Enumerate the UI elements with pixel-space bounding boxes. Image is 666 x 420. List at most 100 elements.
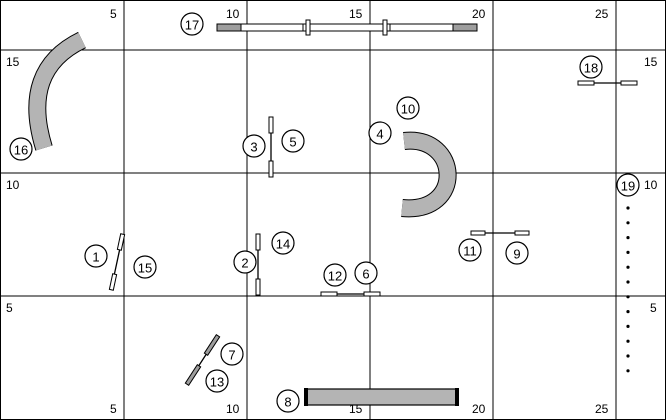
bottom-label-25: 25	[595, 402, 609, 416]
jump-11-9	[470, 230, 530, 236]
number-circle	[205, 369, 229, 393]
number-circle	[9, 137, 33, 161]
jump-2-14	[255, 233, 261, 296]
number-label: 18	[584, 61, 598, 76]
number-label: 2	[241, 256, 248, 271]
number-circle	[242, 134, 266, 158]
number-circle	[396, 96, 420, 120]
tunnel-straight-bottom	[304, 388, 459, 406]
obstacle-number-10: 10	[396, 96, 420, 120]
obstacle-number-6: 6	[354, 261, 378, 285]
jump-12-6	[320, 291, 381, 297]
obstacle-number-7: 7	[220, 342, 244, 366]
number-label: 11	[463, 244, 477, 259]
number-label: 10	[401, 102, 415, 117]
obstacle-number-2: 2	[233, 250, 257, 274]
obstacle-number-9: 9	[505, 241, 529, 265]
weave-pole	[626, 324, 630, 328]
weave-pole	[626, 310, 630, 314]
number-circle	[505, 241, 529, 265]
number-label: 14	[276, 237, 290, 252]
number-circle	[616, 173, 640, 197]
bottom-label-10: 10	[226, 402, 240, 416]
right-label-15: 15	[644, 55, 658, 69]
number-circle	[579, 55, 603, 79]
number-circle	[271, 231, 295, 255]
number-circle	[354, 261, 378, 285]
dogwalk	[216, 19, 478, 36]
weave-poles	[626, 206, 630, 373]
number-label: 13	[210, 375, 224, 390]
number-circle	[233, 250, 257, 274]
obstacle-number-8: 8	[276, 389, 300, 413]
number-circle	[133, 255, 157, 279]
jump-1-15	[108, 233, 126, 291]
top-label-20: 20	[472, 7, 486, 21]
number-circle	[84, 244, 108, 268]
number-label: 4	[376, 127, 383, 142]
number-label: 5	[289, 135, 296, 150]
weave-pole	[626, 369, 630, 373]
number-label: 16	[14, 143, 28, 158]
number-circle	[276, 389, 300, 413]
bottom-label-5: 5	[110, 402, 117, 416]
right-label-5: 5	[650, 301, 657, 315]
obstacle-number-3: 3	[242, 134, 266, 158]
weave-pole	[626, 206, 630, 210]
obstacle-number-15: 15	[133, 255, 157, 279]
top-label-25: 25	[595, 7, 609, 21]
obstacle-number-17: 17	[180, 12, 204, 36]
weave-pole	[626, 354, 630, 358]
number-label: 19	[621, 179, 635, 194]
weave-pole	[626, 265, 630, 269]
number-label: 8	[284, 395, 291, 410]
weave-pole	[626, 339, 630, 343]
tunnel-curved-middle	[401, 131, 457, 218]
tunnel-curved-top-left	[28, 31, 87, 151]
top-label-5: 5	[110, 7, 117, 21]
grid-labels: 5 10 15 20 25 5 10 15 20 25 15 10 5 15 1…	[6, 7, 658, 416]
right-label-10: 10	[644, 178, 658, 192]
obstacle-number-5: 5	[281, 129, 305, 153]
jump-3-5	[268, 116, 274, 178]
number-label: 17	[185, 18, 199, 33]
weave-pole	[626, 280, 630, 284]
number-circle	[368, 121, 392, 145]
number-circle	[180, 12, 204, 36]
obstacle-number-19: 19	[616, 173, 640, 197]
left-label-15: 15	[6, 55, 20, 69]
left-label-10: 10	[6, 178, 20, 192]
number-label: 12	[328, 269, 342, 284]
obstacle-number-11: 11	[458, 238, 482, 262]
bottom-label-20: 20	[472, 402, 486, 416]
number-circle	[458, 238, 482, 262]
top-label-10: 10	[226, 7, 240, 21]
number-circle	[220, 342, 244, 366]
obstacle-number-18: 18	[579, 55, 603, 79]
number-label: 6	[362, 267, 369, 282]
obstacle-number-14: 14	[271, 231, 295, 255]
obstacle-number-16: 16	[9, 137, 33, 161]
top-label-15: 15	[349, 7, 363, 21]
number-circle	[323, 263, 347, 287]
number-label: 3	[250, 140, 257, 155]
left-label-5: 5	[6, 301, 13, 315]
number-label: 15	[138, 261, 152, 276]
jump-7-13	[184, 333, 221, 387]
obstacle-number-12: 12	[323, 263, 347, 287]
weave-pole	[626, 295, 630, 299]
number-label: 7	[228, 348, 235, 363]
number-circle	[281, 129, 305, 153]
obstacle-number-13: 13	[205, 369, 229, 393]
obstacle-number-1: 1	[84, 244, 108, 268]
weave-pole	[626, 250, 630, 254]
jump-18	[577, 80, 638, 86]
number-label: 1	[92, 250, 99, 265]
weave-pole	[626, 221, 630, 225]
obstacle-number-4: 4	[368, 121, 392, 145]
number-label: 9	[513, 247, 520, 262]
weave-pole	[626, 236, 630, 240]
